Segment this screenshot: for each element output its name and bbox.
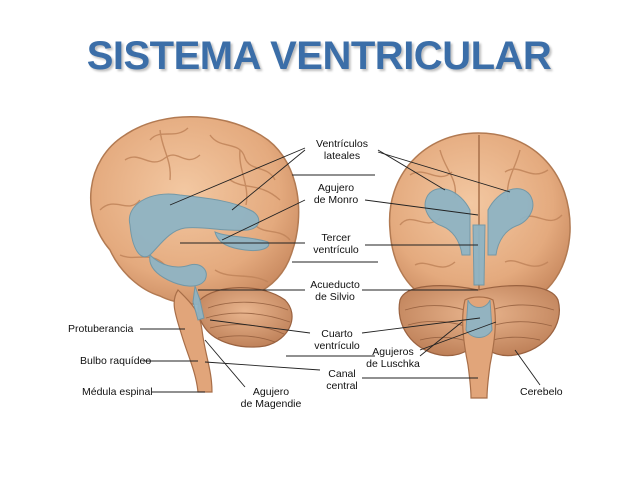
posterior-brain: [388, 132, 571, 399]
label-acueducto-silvio: Acueducto de Silvio: [310, 279, 360, 303]
label-ventriculos-laterales: Ventrículos lateales: [316, 138, 368, 162]
label-agujeros-luschka: Agujeros de Luschka: [366, 346, 420, 370]
label-protuberancia: Protuberancia: [68, 323, 134, 335]
leader-lines: [140, 147, 541, 393]
label-cerebelo: Cerebelo: [520, 386, 563, 398]
label-medula-espinal: Médula espinal: [82, 386, 153, 398]
lateral-brain: [90, 115, 300, 393]
label-bulbo-raquideo: Bulbo raquídeo: [80, 355, 152, 367]
label-cuarto-ventriculo: Cuarto ventrículo: [314, 328, 360, 352]
page-title: SISTEMA VENTRICULAR: [86, 34, 552, 78]
lateral-cerebellum: [197, 287, 293, 348]
label-agujero-monro: Agujero de Monro: [313, 182, 359, 206]
label-tercer-ventriculo: Tercer ventrículo: [313, 232, 359, 256]
label-canal-central: Canal central: [326, 368, 358, 392]
posterior-ventricles: [424, 188, 534, 338]
label-agujero-magendie: Agujero de Magendie: [240, 386, 302, 410]
